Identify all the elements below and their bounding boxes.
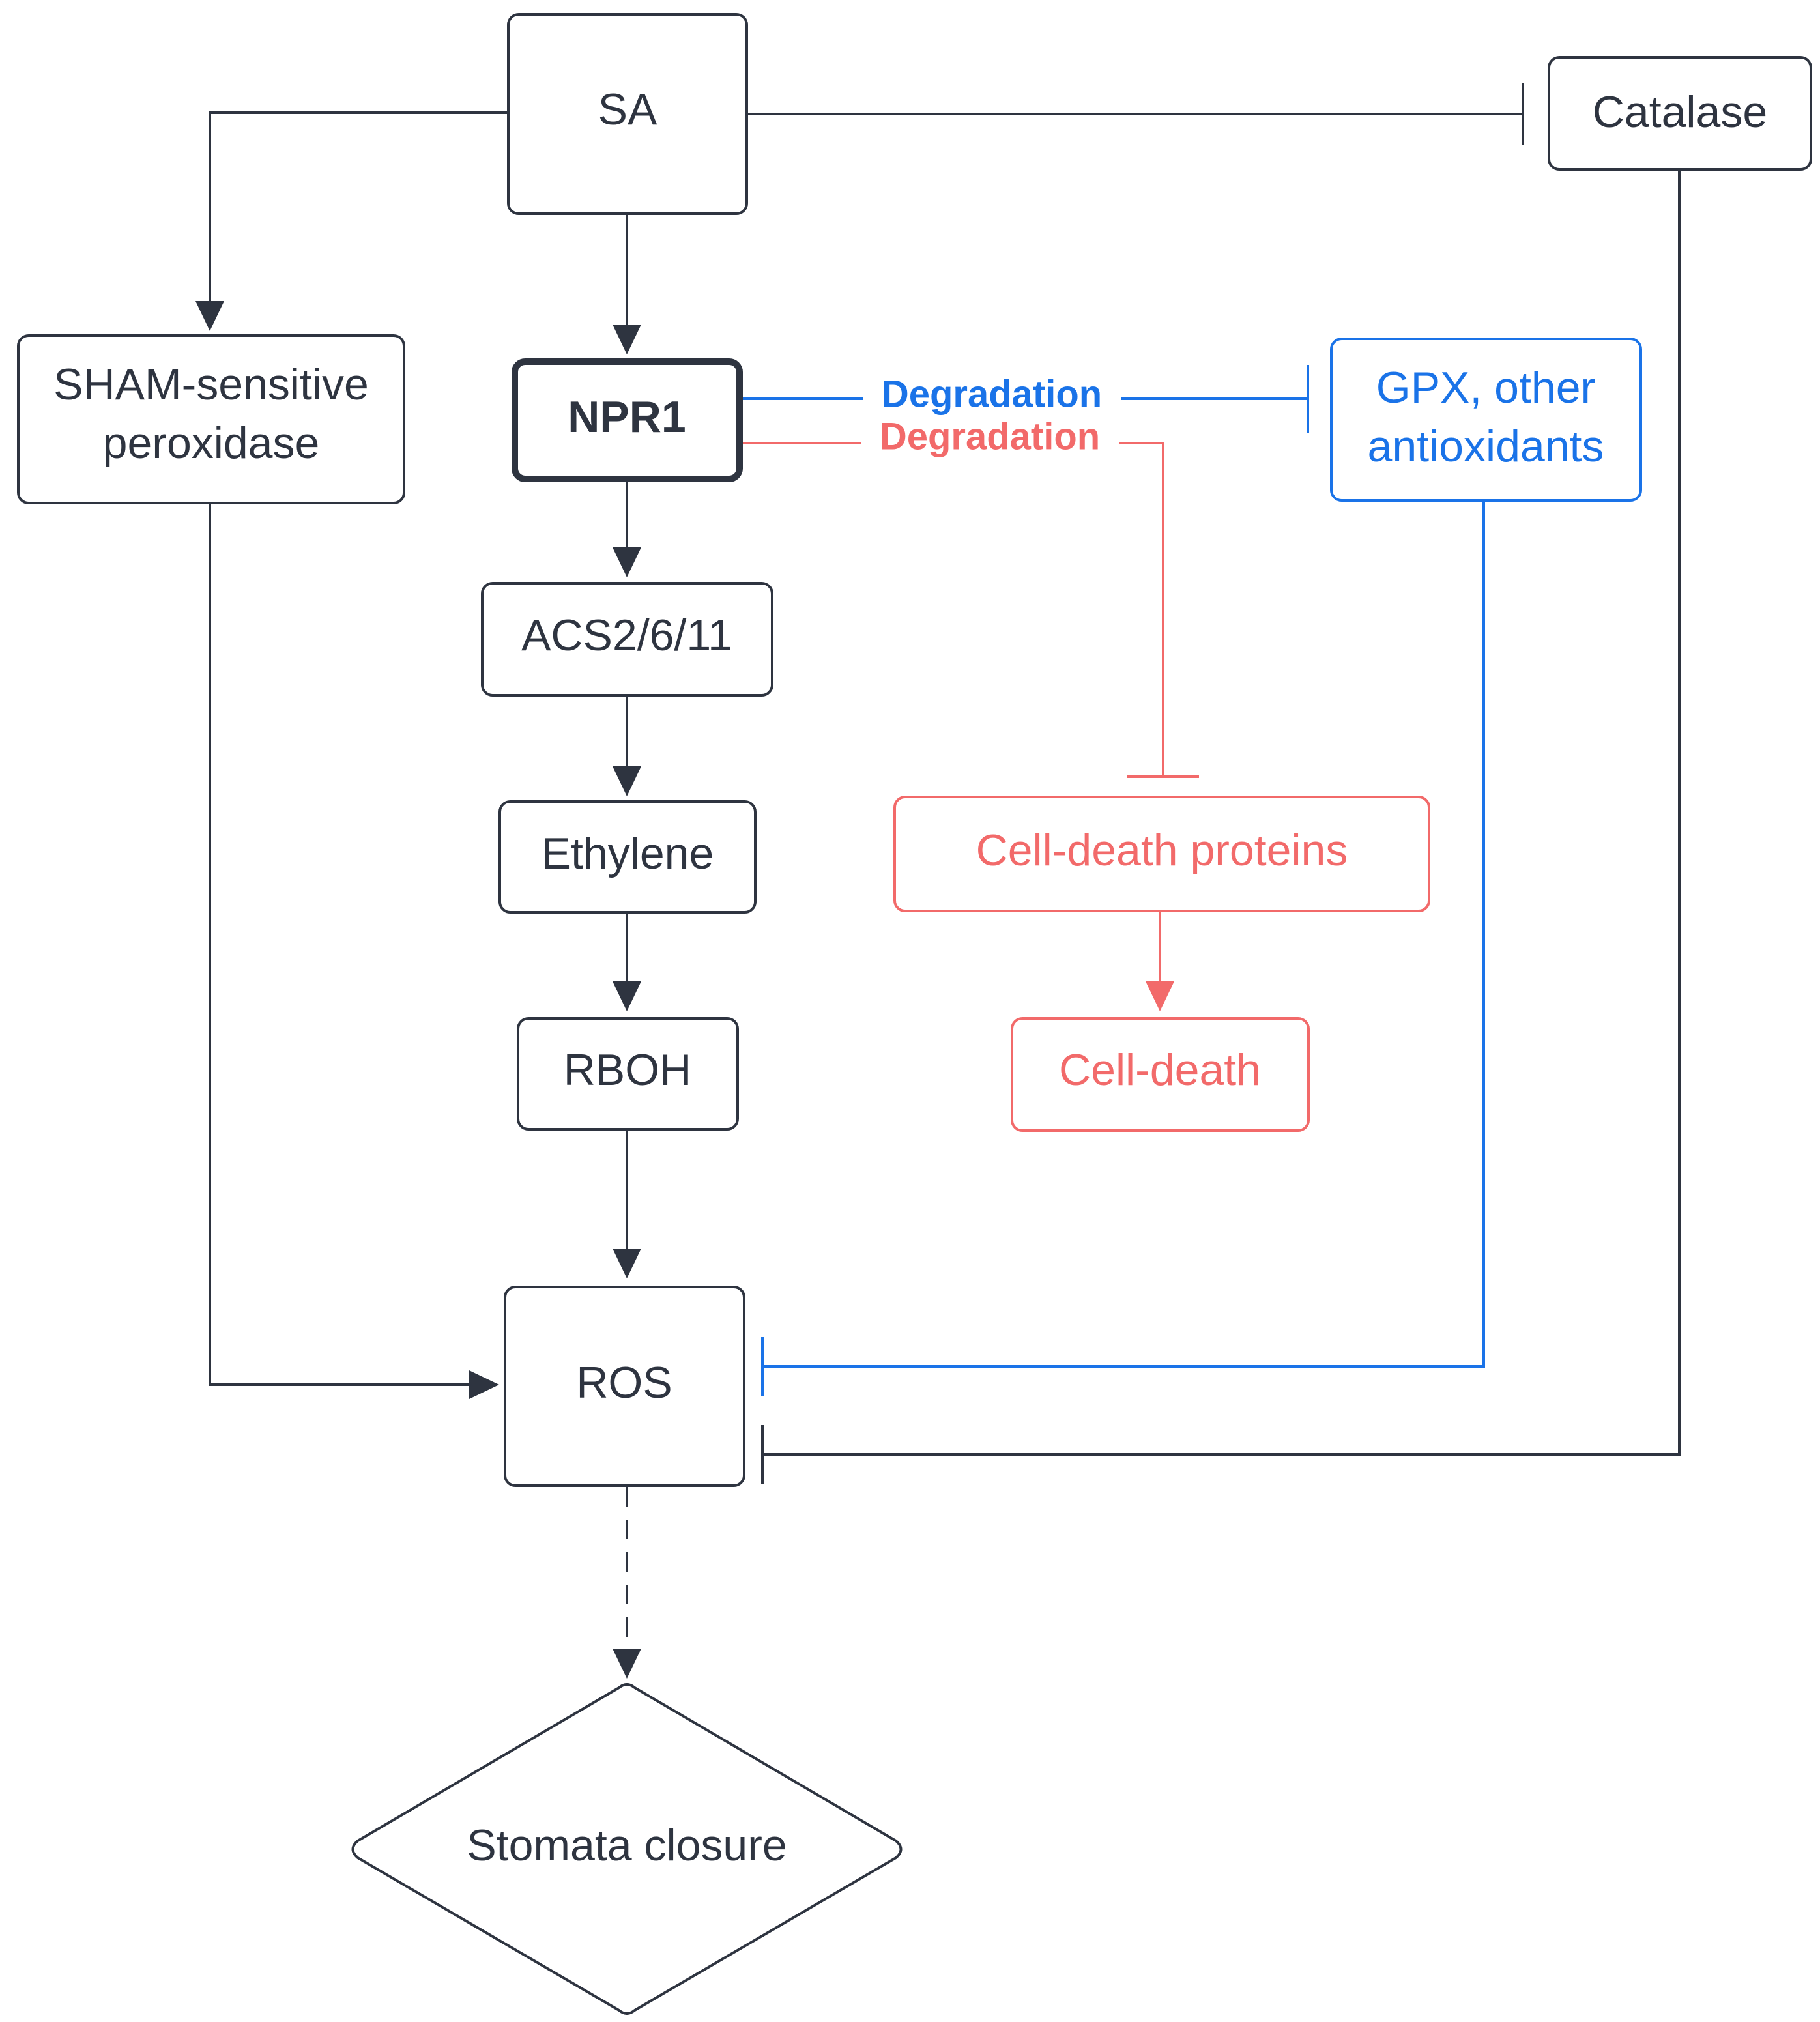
arrowhead-npr1 [613,325,641,354]
label-bg-red [861,418,1119,461]
node-sa: SA [507,13,748,215]
node-gpx-label-line1: GPX, other [1376,363,1595,412]
nodes: SA Catalase SHAM-sensitive peroxidase NP… [17,13,1812,2015]
node-catalase: Catalase [1548,56,1812,171]
arrowhead-ros [613,1249,641,1278]
node-rboh: RBOH [517,1017,739,1131]
arrowhead-ethylene [613,766,641,796]
node-cdp-label: Cell-death proteins [976,826,1348,875]
node-gpx-box [1330,338,1642,502]
degradation-label-red: Degradation [880,416,1100,458]
node-stomata-label: Stomata closure [467,1821,787,1870]
label-bg-blue [863,377,1121,420]
node-stomata-closure: Stomata closure [351,1683,903,2015]
node-cell-death: Cell-death [1011,1017,1310,1132]
node-catalase-box [1548,56,1812,171]
edge-labels: Degradation Degradation [861,373,1121,461]
degradation-label-blue: Degradation [882,373,1102,416]
node-sham: SHAM-sensitive peroxidase [17,334,405,504]
node-catalase-label: Catalase [1593,87,1767,137]
node-ethylene-box [498,800,757,914]
edge-npr1-degrades-cdp [743,442,1164,777]
edge-catalase-inhibits-ros [762,171,1681,1456]
arrowhead-sham [195,301,224,331]
node-stomata-diamond [351,1683,903,2015]
arrowhead-acs [613,547,641,577]
node-celldeath-label: Cell-death [1059,1045,1261,1095]
edge-sham-to-ros [209,503,470,1386]
node-acs-box [481,582,773,697]
node-ethylene: Ethylene [498,800,757,914]
arrowhead-rboh [613,981,641,1011]
arrowhead-stomata [613,1649,641,1679]
edge-sa-to-sham [209,111,508,305]
edge-gpx-inhibits-ros [762,500,1485,1368]
node-sa-box [507,13,748,215]
node-gpx-label-line2: antioxidants [1368,422,1604,471]
node-npr1: NPR1 [512,358,743,482]
node-npr1-box [512,358,743,482]
node-sham-label-line2: peroxidase [103,418,320,468]
node-acs-label: ACS2/6/11 [521,611,732,660]
node-rboh-label: RBOH [564,1045,691,1095]
node-ros-label: ROS [576,1358,672,1408]
node-sham-label-line1: SHAM-sensitive [53,360,369,409]
node-cdp-box [893,796,1430,912]
node-ros: ROS [504,1286,745,1487]
node-cell-death-proteins: Cell-death proteins [893,796,1430,912]
edges [195,83,1681,1679]
node-celldeath-box [1011,1017,1310,1132]
node-sham-box [17,334,405,504]
arrowhead-ros-left [469,1370,499,1399]
node-npr1-label: NPR1 [568,392,686,442]
node-rboh-box [517,1017,739,1131]
node-ethylene-label: Ethylene [542,829,714,878]
arrowhead-celldeath [1146,981,1174,1011]
node-gpx: GPX, other antioxidants [1330,338,1642,502]
node-ros-box [504,1286,745,1487]
node-acs: ACS2/6/11 [481,582,773,697]
node-sa-label: SA [598,85,657,134]
